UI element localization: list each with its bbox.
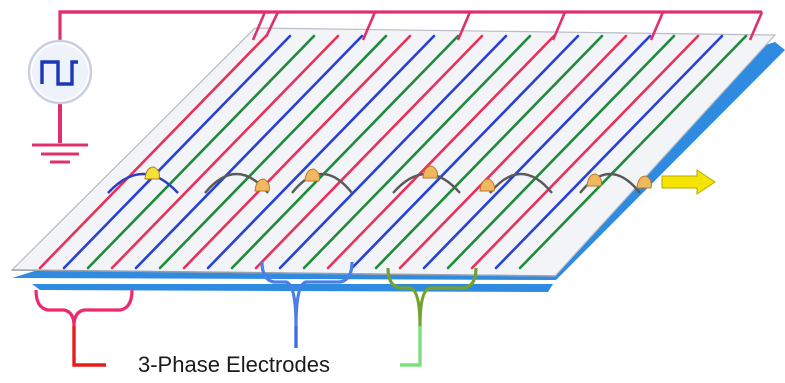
- electrode-line: [62, 34, 292, 270]
- bus-tap: [251, 11, 267, 41]
- droplet: [304, 168, 320, 182]
- phase-bracket: [34, 289, 134, 327]
- electrode-line: [230, 34, 460, 270]
- droplet: [144, 166, 160, 180]
- bus-wire: [58, 10, 764, 41]
- droplet: [254, 178, 270, 192]
- electrode-line: [110, 34, 340, 270]
- electrode-line: [494, 34, 724, 270]
- electrode-line: [302, 34, 532, 270]
- bus-tap: [748, 11, 764, 41]
- electric-field-arc: [291, 172, 353, 194]
- electric-field-arc: [579, 172, 641, 194]
- droplet: [586, 173, 602, 187]
- electrode-line: [446, 34, 676, 270]
- droplet: [636, 175, 652, 189]
- droplet: [422, 165, 438, 179]
- electrode-line: [326, 34, 556, 270]
- electrode-line: [350, 34, 580, 270]
- electrode-line: [254, 34, 484, 270]
- electric-field-arc: [107, 172, 179, 194]
- electrode-line: [518, 34, 748, 270]
- ac-source: [27, 39, 93, 164]
- electric-field-arc: [489, 172, 553, 194]
- phase-brackets: [34, 261, 478, 367]
- phase-lead: [72, 326, 106, 367]
- electrode-line: [278, 34, 508, 270]
- source-circle-inner: [32, 44, 88, 100]
- substrate-front-edge: [11, 269, 556, 277]
- droplet-track: [107, 165, 652, 194]
- electrode-line: [470, 34, 700, 270]
- droplet: [479, 178, 495, 192]
- electrode-line: [134, 34, 364, 270]
- arrow-right-icon: [661, 169, 716, 195]
- electrode-line: [422, 34, 652, 270]
- square-wave-icon: [40, 60, 78, 86]
- phase-lead: [400, 326, 422, 367]
- bus-tap: [456, 11, 472, 41]
- electrode-line: [182, 34, 412, 270]
- bus-tap: [551, 11, 567, 41]
- electrode-line: [206, 34, 436, 270]
- electrode-line: [398, 34, 628, 270]
- ground-icon: [32, 143, 88, 164]
- electrode-line: [158, 34, 388, 270]
- electrode-line: [374, 34, 604, 270]
- electrode-line: [38, 34, 268, 270]
- electrode-line: [86, 34, 316, 270]
- bus-tap: [649, 11, 665, 41]
- bus-tap: [264, 11, 280, 38]
- bus-tap: [361, 11, 377, 41]
- caption-3-phase-electrodes: 3-Phase Electrodes: [138, 352, 330, 377]
- electrode-lines: [38, 34, 748, 270]
